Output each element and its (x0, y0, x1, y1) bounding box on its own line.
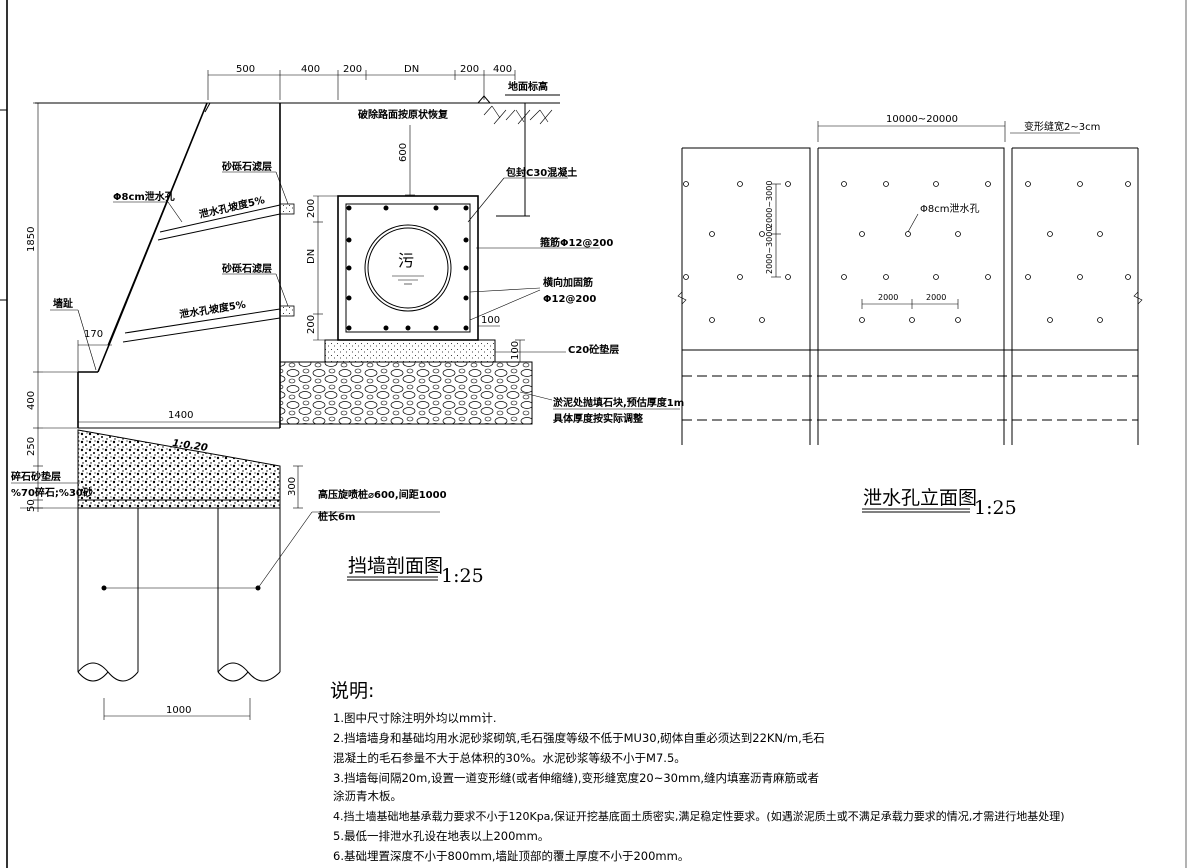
pile-label-2: 桩长6m (318, 510, 355, 523)
section-scale: 1:25 (441, 565, 484, 587)
h-dim-2: 2000 (926, 293, 946, 302)
stirrup-label: 箍筋Φ12@200 (540, 236, 613, 249)
note-line-6: 4.挡土墙基础地基承载力要求不小于120Kpa,保证开挖基底面土质密实,满足稳定… (333, 809, 1065, 823)
dim-200b: 200 (460, 64, 479, 75)
note-line-4: 3.挡墙每间隔20m,设置一道变形缝(或者伸缩缝),变形缝宽度20~30mm,缝… (333, 771, 819, 785)
drain-holes: 砂砾石滤层 砂砾石滤层 Φ8cm泄水孔 泄水孔坡度5% 泄水孔坡度5% (113, 160, 295, 343)
note-line-2: 2.挡墙墙身和基础均用水泥砂浆砌筑,毛石强度等级不低于MU30,砌体自重必须达到… (333, 731, 825, 745)
v-dim-1: 2000~3000 (765, 181, 774, 228)
slope-ratio: 1:0.20 (172, 438, 209, 454)
section-title: 挡墙剖面图 (348, 555, 443, 577)
gravel-filter-label-2: 砂砾石滤层 (221, 262, 272, 275)
riprap-label-2: 具体厚度按实际调整 (552, 412, 643, 425)
dim-500: 500 (236, 64, 255, 75)
cushion-label-1: 碎石砂垫层 (11, 470, 61, 483)
ground-surface: 地面标高 破除路面按原状恢复 (35, 80, 560, 125)
note-line-5: 涂沥青木板。 (333, 789, 402, 803)
dim-250: 250 (26, 437, 37, 456)
piles: 高压旋喷桩⌀600,间距1000 桩长6m 1000 (77, 488, 447, 720)
road-restore-label: 破除路面按原状恢复 (358, 108, 449, 121)
elevation-title: 泄水孔立面图 (863, 487, 977, 509)
joint-label: 变形缝宽2~3cm (1024, 120, 1100, 133)
retaining-wall-section: 500 400 200 DN 200 400 地面标高 破除路面按原状恢复 (11, 64, 684, 720)
dim-1000: 1000 (166, 705, 191, 716)
dim-1400: 1400 (168, 410, 193, 421)
top-dimension-chain: 500 400 200 DN 200 400 (207, 64, 516, 100)
toe-label: 墙趾 (53, 297, 73, 310)
dim-200-bottom: 200 (306, 315, 317, 334)
cushion-label-2: %70碎石;%30砂 (11, 486, 93, 499)
v-dim-2: 2000~3000 (765, 227, 774, 274)
elevation-scale: 1:25 (974, 497, 1017, 519)
note-line-8: 6.基础埋置深度不小于800mm,墙趾顶部的覆土厚度不小于200mm。 (333, 849, 689, 863)
dim-200-top: 200 (306, 199, 317, 218)
pipe-box: 600 污 200 (306, 125, 613, 341)
dim-100: 100 (481, 315, 500, 326)
dim-600: 600 (398, 143, 409, 162)
foundation-base: 1400 1:0.20 碎石砂垫层 %70碎石;%30砂 300 (11, 410, 303, 509)
dim-dn: DN (404, 64, 419, 75)
drain-hole-label: Φ8cm泄水孔 (113, 190, 175, 203)
long-bar-label-2: Φ12@200 (543, 294, 596, 305)
long-bar-label-1: 横向加固筋 (543, 276, 593, 289)
concrete-wrap-label: 包封C30混凝土 (506, 166, 577, 179)
drain-slope-label-2: 泄水孔坡度5% (178, 298, 246, 321)
notes: 说明: 1.图中尺寸除注明外均以mm计. 2.挡墙墙身和基础均用水泥砂浆砌筑,毛… (330, 680, 1065, 863)
rebar-dots (346, 205, 469, 331)
dim-300: 300 (287, 477, 298, 496)
drain-hole-elevation: 10000~20000 变形缝宽2~3cm (677, 114, 1143, 519)
pile-label-1: 高压旋喷桩⌀600,间距1000 (318, 488, 447, 501)
riprap-label-1: 淤泥处抛填石块,预估厚度1m (553, 396, 684, 409)
dim-1850: 1850 (26, 227, 37, 252)
dim-50: 50 (26, 499, 37, 512)
notes-heading: 说明: (330, 680, 374, 702)
ground-label: 地面标高 (508, 80, 548, 93)
dim-200a: 200 (343, 64, 362, 75)
dim-dn-box: DN (306, 249, 317, 264)
gravel-filter-label-1: 砂砾石滤层 (221, 160, 272, 173)
drain-slope-label-1: 泄水孔坡度5% (198, 193, 266, 221)
note-line-3: 混凝土的毛石参量不大于总体积的30%。水泥砂浆等级不小于M7.5。 (333, 751, 686, 765)
dim-400: 400 (301, 64, 320, 75)
note-line-1: 1.图中尺寸除注明外均以mm计. (333, 711, 497, 725)
left-dimensions: 1850 400 250 50 墙趾 170 (20, 102, 103, 512)
foundation-pad: 100 C20砼垫层 淤泥处抛填石块,预估厚度1m 具体厚度按实际调整 (279, 103, 684, 425)
h-dim-1: 2000 (878, 293, 898, 302)
hole-label: Φ8cm泄水孔 (920, 202, 979, 215)
pipe-symbol: 污 (398, 251, 414, 270)
note-line-7: 5.最低一排泄水孔设在地表以上200mm。 (333, 829, 549, 843)
drain-hole-grid (683, 181, 1131, 323)
elevation-title-block: 泄水孔立面图 1:25 (862, 487, 1017, 519)
dim-100b: 100 (510, 341, 521, 360)
dim-170: 170 (84, 329, 103, 340)
section-title-block: 挡墙剖面图 1:25 (347, 555, 484, 587)
c20-pad-label: C20砼垫层 (568, 343, 619, 356)
dim-400b: 400 (493, 64, 512, 75)
dim-400-left: 400 (26, 391, 37, 410)
span-dim: 10000~20000 (886, 114, 958, 125)
